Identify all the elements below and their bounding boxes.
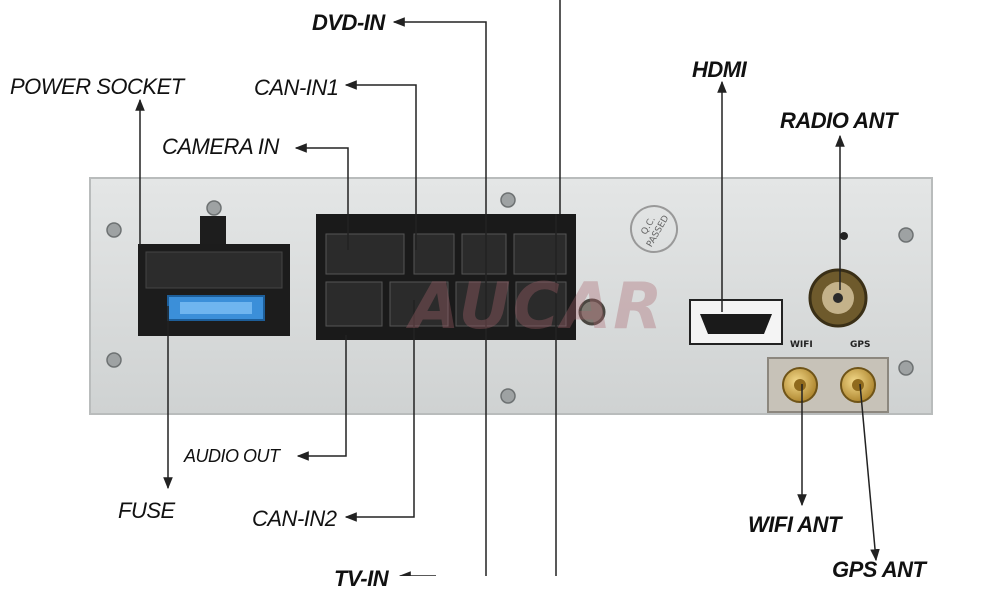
label-can-in1: CAN-IN1 bbox=[254, 75, 339, 100]
label-power-socket: POWER SOCKET bbox=[10, 74, 184, 99]
radio-ant-port bbox=[808, 232, 868, 328]
label-gps-ant: GPS ANT bbox=[832, 557, 926, 582]
hdmi-port bbox=[689, 299, 783, 345]
label-can-in2: CAN-IN2 bbox=[252, 506, 337, 531]
panel-screws bbox=[106, 192, 914, 404]
label-camera-in: CAMERA IN bbox=[162, 134, 279, 159]
label-wifi-ant: WIFI ANT bbox=[748, 512, 841, 537]
gps-port-label: GPS bbox=[850, 340, 871, 350]
label-hdmi: HDMI bbox=[692, 57, 747, 82]
label-radio-ant: RADIO ANT bbox=[780, 108, 897, 133]
wifi-gps-ports bbox=[767, 357, 889, 413]
main-connector-block bbox=[316, 214, 576, 340]
wifi-port-label: WIFI bbox=[790, 340, 813, 350]
label-dvd-in: DVD-IN bbox=[312, 10, 385, 35]
leader-lines bbox=[135, 17, 880, 576]
label-audio-out: AUDIO OUT bbox=[184, 446, 280, 466]
diagram-canvas bbox=[89, 0, 933, 576]
label-fuse: FUSE bbox=[118, 498, 175, 523]
audio-jack bbox=[578, 298, 606, 326]
label-tv-in: TV-IN bbox=[334, 566, 389, 591]
watermark-logo: AUCAR bbox=[410, 270, 665, 344]
